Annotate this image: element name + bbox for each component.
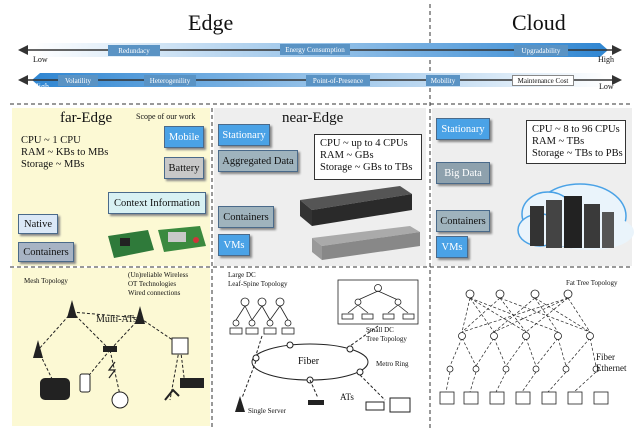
far-edge-cpu: CPU ~ 1 CPU — [21, 135, 81, 146]
near-edge-storage: Storage ~ GBs to TBs — [320, 162, 413, 173]
near-edge-vms-tag: VMs — [218, 234, 250, 256]
bar-label-maintenance: Maintenance Cost — [512, 75, 574, 86]
metro-ring-label: Metro Ring — [376, 360, 409, 368]
native-tag: Native — [18, 214, 58, 234]
far-edge-title: far-Edge — [60, 110, 113, 126]
antenna-icon — [235, 396, 245, 412]
bar-label-redundancy: Redundacy — [108, 45, 160, 56]
near-edge-stationary-tag: Stationary — [218, 124, 270, 146]
bar-label-energy: Energy Consumption — [280, 44, 350, 55]
near-edge-specs: CPU ~ up to 4 CPUs RAM ~ GBs Storage ~ G… — [314, 134, 422, 180]
cloud-heading: Cloud — [512, 10, 566, 35]
iot-boards-illustration — [108, 226, 206, 258]
near-edge-title: near-Edge — [282, 110, 344, 126]
bar-label-volatility: Volatility — [58, 75, 98, 86]
leaf-spine-sketch — [229, 297, 295, 335]
small-dc-label: Small DC Tree Topology — [366, 326, 407, 343]
scope-label: Scope of our work — [136, 112, 196, 121]
bottom-bar-low-label: Low — [599, 82, 614, 91]
fiber-ethernet-label: Fiber Ethernet — [596, 352, 627, 373]
battery-tag: Battery — [164, 157, 204, 179]
cloud-containers-tag: Containers — [436, 210, 490, 232]
mesh-topology-label: Mesh Topology — [24, 277, 68, 285]
top-bar-high-label: High — [598, 55, 614, 64]
robot-arm-icon — [164, 388, 180, 401]
ats-label: ATs — [340, 392, 354, 402]
multi-ats-label: Multi-ATs — [96, 314, 137, 325]
edge-server-illustration — [300, 186, 420, 260]
far-edge-specs: CPU ~ 1 CPU RAM ~ KBs to MBs Storage ~ M… — [16, 132, 124, 184]
antenna-icon — [33, 340, 43, 358]
router-icon — [103, 346, 117, 352]
large-dc-label: Large DC Leaf-Spine Topology — [228, 271, 288, 288]
unreliable-links-label: (Un)reliable Wireless OT Technologies Wi… — [128, 271, 189, 297]
bar-label-point-of-presence: Point-of-Presence — [306, 75, 370, 86]
single-server-label: Single Server — [248, 407, 286, 415]
tree-topology-sketch — [337, 279, 419, 325]
near-edge-devices — [235, 396, 411, 413]
mesh-nodes — [33, 300, 204, 409]
server-icon — [365, 401, 385, 411]
cloud-ram: RAM ~ TBs — [532, 136, 585, 147]
fat-tree-label: Fat Tree Topology — [566, 279, 618, 287]
cloud-specs: CPU ~ 8 to 96 CPUs RAM ~ TBs Storage ~ T… — [526, 120, 626, 164]
metro-ring-sketch — [241, 325, 386, 401]
far-edge-containers-tag: Containers — [18, 242, 74, 262]
gateway-icon — [171, 337, 189, 355]
context-information-tag: Context Information — [108, 192, 206, 214]
car-icon — [40, 378, 70, 400]
router-icon — [308, 400, 324, 405]
bar-label-upgradability: Upgradability — [514, 45, 568, 56]
bar-label-heterogeneity: Heterogenility — [144, 75, 196, 86]
robot-icon — [111, 391, 129, 409]
fat-tree-sketch — [445, 297, 597, 393]
aggregated-data-tag: Aggregated Data — [218, 150, 298, 172]
antenna-icon — [135, 306, 145, 324]
near-edge-ram: RAM ~ GBs — [320, 150, 374, 161]
near-edge-cpu: CPU ~ up to 4 CPUs — [320, 138, 408, 149]
fat-tree-nodes — [439, 289, 609, 405]
bottom-bar-high-label: High — [33, 82, 49, 91]
phone-icon — [79, 373, 91, 393]
big-data-tag: Big Data — [436, 162, 490, 184]
lightning-icon — [107, 361, 117, 379]
cloud-stationary-tag: Stationary — [436, 118, 490, 140]
edge-heading: Edge — [188, 10, 234, 35]
fiber-label: Fiber — [298, 356, 320, 367]
factory-icon — [180, 378, 204, 388]
near-edge-containers-tag: Containers — [218, 206, 274, 228]
antenna-icon — [67, 300, 77, 318]
far-edge-storage: Storage ~ MBs — [21, 159, 85, 170]
far-edge-ram: RAM ~ KBs to MBs — [21, 147, 109, 158]
mobile-tag: Mobile — [164, 126, 204, 148]
bar-label-mobility: Mobility — [426, 75, 460, 86]
cloud-datacenter-illustration — [517, 183, 634, 250]
cloud-storage: Storage ~ TBs to PBs — [532, 148, 623, 159]
gateway-icon — [389, 397, 411, 413]
cloud-vms-tag: VMs — [436, 236, 468, 258]
top-bar-low-label: Low — [33, 55, 48, 64]
cloud-cpu: CPU ~ 8 to 96 CPUs — [532, 124, 620, 135]
